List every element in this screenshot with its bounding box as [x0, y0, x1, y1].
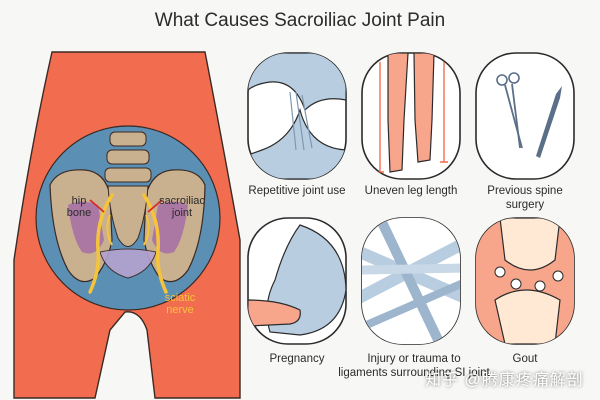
surgical-tools-icon	[496, 72, 562, 158]
vertebra-3	[104, 167, 152, 183]
caption-pregnancy: Pregnancy	[269, 353, 325, 365]
gout-joint-icon	[476, 218, 574, 344]
tile-uneven-leg	[361, 52, 461, 180]
joint-icon	[248, 53, 346, 179]
hip-bone-label: hip bone	[66, 195, 92, 219]
nerve-branch-right	[143, 214, 150, 246]
caption-gout: Gout	[512, 353, 538, 365]
right-hip-highlight	[152, 201, 188, 254]
nerve-branch-left	[106, 214, 113, 246]
ligaments-icon	[362, 218, 460, 344]
sacrum	[107, 185, 149, 247]
vertebra-2	[106, 149, 150, 165]
tile-spine-surgery	[475, 52, 575, 180]
caption-repetitive: Repetitive joint use	[248, 185, 346, 197]
caption-ligament: Injury or trauma to ligaments surroundin…	[338, 353, 490, 379]
pregnancy-icon	[248, 224, 346, 336]
si-joint-label: sacroiliac joint	[159, 195, 205, 219]
si-joint-pointer	[147, 199, 163, 213]
caption-uneven-leg: Uneven leg length	[364, 185, 458, 197]
vertebra-1	[109, 131, 147, 147]
left-hip-highlight	[68, 201, 104, 254]
left-sciatic-nerve	[88, 193, 114, 294]
sciatic-nerve-label: sciatic nerve	[164, 292, 196, 316]
legs-icon	[376, 53, 448, 173]
hip-pointer	[89, 199, 105, 213]
pubic-region	[99, 248, 157, 279]
torso-illustration	[13, 51, 241, 399]
page-title: What Causes Sacroiliac Joint Pain	[154, 10, 446, 31]
watermark: 知乎 @腾康疼痛解剖	[425, 372, 584, 389]
caption-spine-surgery: Previous spine surgery	[487, 185, 563, 211]
right-sciatic-nerve	[142, 193, 168, 294]
